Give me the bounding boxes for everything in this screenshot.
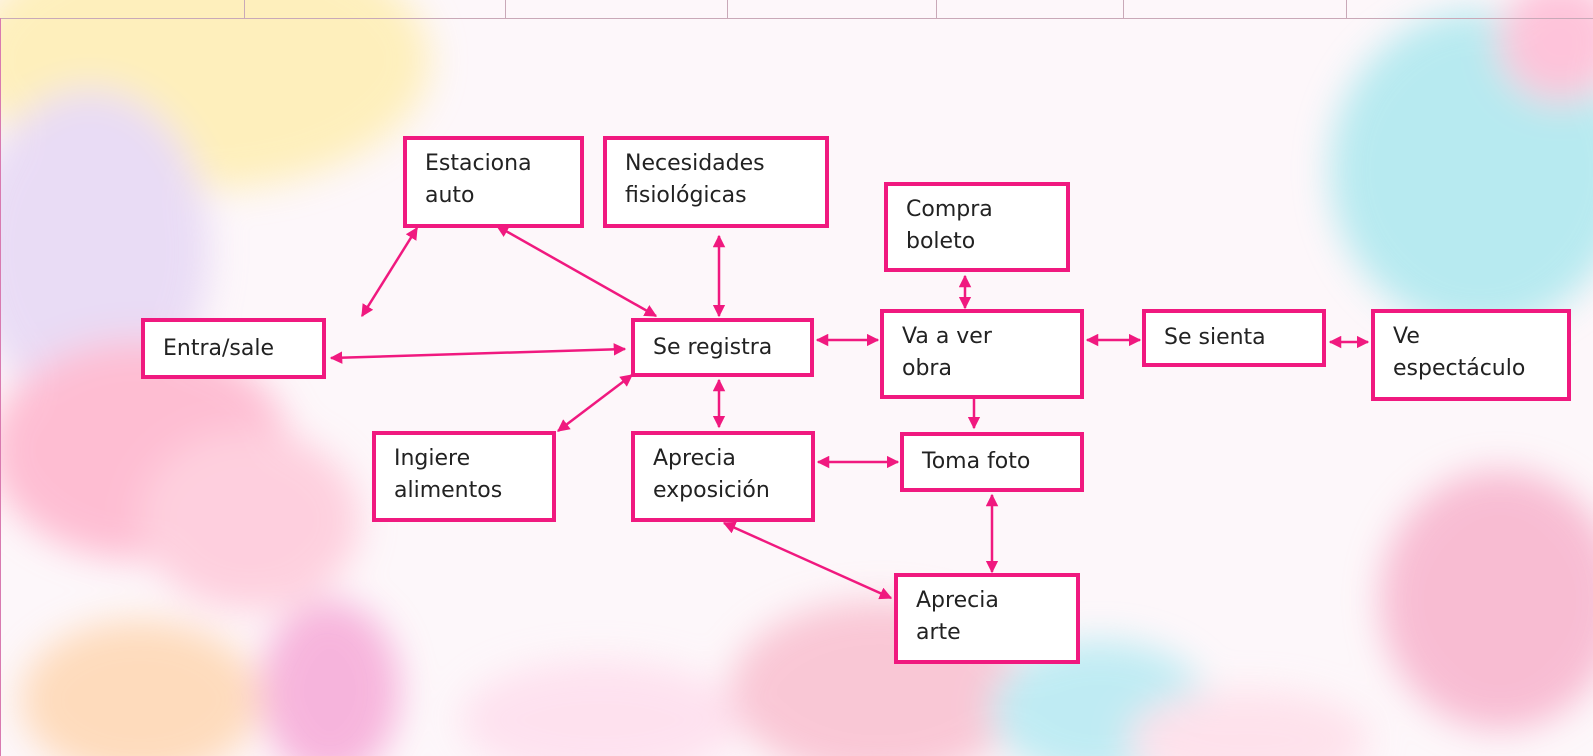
left-border-line xyxy=(0,18,1,756)
node-aprecia-arte: Aprecia arte xyxy=(894,573,1080,664)
node-ve-espectaculo: Ve espectáculo xyxy=(1371,309,1571,401)
node-compra-boleto: Compra boleto xyxy=(884,182,1070,272)
node-se-registra: Se registra xyxy=(631,318,814,377)
node-va-a-ver-obra: Va a ver obra xyxy=(880,309,1084,399)
edge-ingiere-registra xyxy=(557,374,633,432)
edge-entra-registra xyxy=(329,343,627,364)
edge-estaciona-registra xyxy=(495,224,658,318)
edge-entra-estaciona xyxy=(360,226,419,318)
edge-aprecia-exp-aprecia-arte xyxy=(722,521,893,600)
node-ingiere-alimentos: Ingiere alimentos xyxy=(372,431,556,522)
top-table-border xyxy=(0,0,1593,19)
node-aprecia-exposicion: Aprecia exposición xyxy=(631,431,815,522)
node-estaciona-auto: Estaciona auto xyxy=(403,136,584,228)
node-se-sienta: Se sienta xyxy=(1142,309,1326,367)
node-entra-sale: Entra/sale xyxy=(141,318,326,379)
node-necesidades-fisiologicas: Necesidades fisiológicas xyxy=(603,136,829,228)
node-toma-foto: Toma foto xyxy=(900,432,1084,492)
